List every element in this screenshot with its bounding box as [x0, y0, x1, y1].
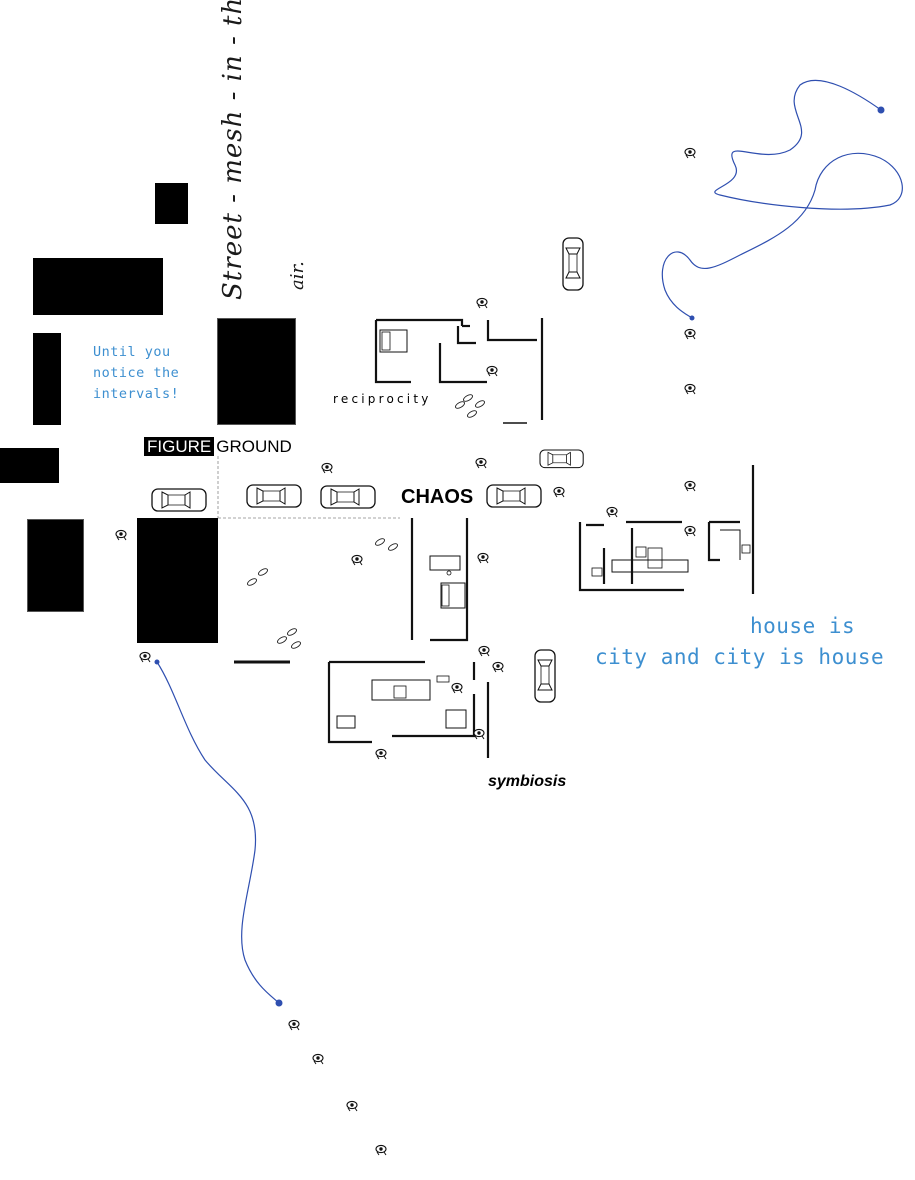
- intervals-note: Until you notice the intervals!: [93, 342, 179, 405]
- path-node: [275, 999, 283, 1007]
- intervals-note-line: intervals!: [93, 386, 180, 402]
- car-topview-icon: [562, 237, 584, 291]
- chaos-label: CHAOS: [401, 486, 474, 508]
- car-topview-icon: [539, 449, 584, 469]
- building-block-6: [27, 519, 84, 612]
- symbiosis-label: symbiosis: [488, 773, 567, 790]
- car-topview-icon: [246, 484, 302, 508]
- figure-word: FIGURE: [144, 437, 215, 456]
- house-city-note-line2: city and city is house: [595, 645, 885, 669]
- car-topview-icon: [486, 484, 542, 508]
- house-city-note-line1: house is: [750, 614, 856, 638]
- building-block-2: [33, 258, 163, 315]
- path-node: [689, 315, 695, 321]
- blue-path-top-right: [661, 79, 903, 319]
- building-block-5: [0, 448, 59, 483]
- floor-plan-top: [374, 318, 544, 424]
- floor-plan-middle: [410, 518, 469, 642]
- street-mesh-note-continued: air.: [287, 261, 308, 290]
- building-block-7: [137, 518, 218, 643]
- floor-plan-bottom: [234, 660, 490, 758]
- path-node: [877, 106, 885, 114]
- building-block-3: [217, 318, 296, 425]
- leaf-marks: [245, 392, 487, 651]
- building-block-4: [33, 333, 61, 425]
- car-topview-icon: [320, 485, 376, 509]
- path-node: [154, 659, 160, 665]
- floor-plan-right: [578, 465, 755, 594]
- car-topview-icon: [534, 649, 556, 703]
- intervals-note-line: notice the: [93, 365, 180, 381]
- intervals-note-line: Until you: [93, 344, 171, 360]
- street-mesh-note: Street - mesh - in - the: [218, 0, 248, 300]
- car-topview-icon: [151, 488, 207, 512]
- ground-word: GROUND: [216, 437, 292, 456]
- building-block-1: [155, 183, 188, 224]
- blue-path-bottom-left: [156, 661, 280, 1004]
- reciprocity-label: reciprocity: [333, 392, 432, 406]
